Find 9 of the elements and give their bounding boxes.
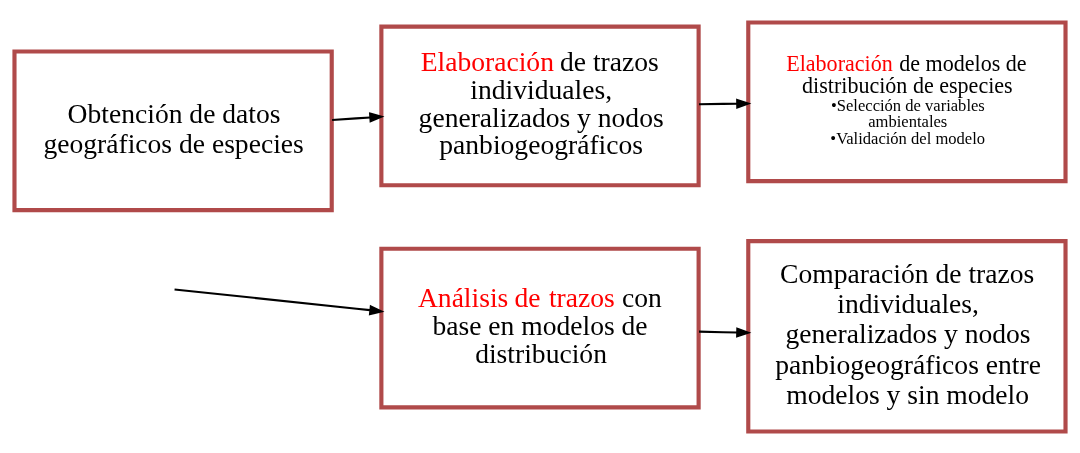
node-box: Obtención de datos geográficos de especies [12,48,334,212]
arrow [332,111,385,123]
node-box: Análisis de trazos con base en modelos de distribución [379,246,701,409]
arrow [698,326,752,338]
arrow [174,287,385,315]
arrow [698,97,752,109]
node-box: Elaboración de modelos de distribución de especies •Selección de variables ambientales •Validación del modelo [746,19,1068,183]
node-box: Comparación de trazos individuales, generalizados y nodos panbiogeográficos entre modelos y sin modelo [746,238,1068,434]
node-box: Elaboración de trazos individuales, generalizados y nodos panbiogeográficos [379,24,701,187]
